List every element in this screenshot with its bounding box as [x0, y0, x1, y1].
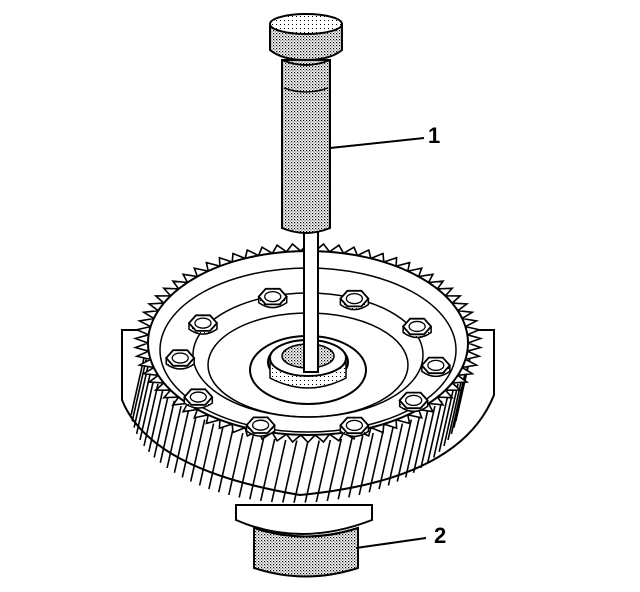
gear-side-tooth	[166, 405, 182, 469]
gear-side-tooth	[378, 426, 394, 490]
gear-side-tooth	[228, 432, 244, 496]
gear-side-tooth	[181, 415, 198, 478]
gear-side-tooth	[131, 359, 147, 422]
gear-side-tooth	[348, 435, 364, 498]
bolt-head	[398, 391, 429, 413]
gear-side-tooth	[447, 377, 463, 441]
bolt-head	[245, 416, 276, 437]
gear-side-tooth	[438, 389, 454, 452]
gear-side-tooth	[337, 437, 353, 500]
gear-side-tooth	[238, 435, 254, 498]
gear-side-tooth	[217, 430, 234, 493]
gear-side-tooth	[270, 439, 287, 503]
gear-side-tooth	[315, 439, 332, 503]
gear-side-tooth	[208, 426, 224, 490]
gear-side-tooth	[304, 440, 320, 503]
callout-label-2: 2	[434, 523, 447, 548]
gear-side-tooth	[249, 437, 265, 500]
bolt-head	[257, 287, 288, 309]
leader-line-2	[355, 537, 427, 549]
gear-side-tooth	[358, 432, 374, 496]
gear-side-tooth	[148, 389, 164, 452]
gear-side-tooth	[387, 423, 404, 486]
gear-side-tooth	[412, 410, 429, 473]
gear-side-tooth	[420, 405, 436, 469]
gear-side-tooth	[293, 440, 309, 503]
gear-side-tooth	[159, 400, 176, 463]
bolt-head	[339, 289, 370, 311]
gear-side-tooth	[139, 377, 155, 441]
bolt-head	[420, 356, 452, 378]
leader-line-1	[329, 137, 425, 149]
bolt-head	[401, 317, 433, 339]
gear-side-tooth	[189, 419, 206, 482]
gear-side-tooth	[173, 410, 190, 473]
gear-side-tooth	[404, 415, 421, 478]
lower-bearing-hub	[235, 504, 373, 578]
gear-side-tooth	[198, 423, 215, 486]
gear-side-tooth	[259, 438, 276, 502]
gear-side-tooth	[453, 365, 469, 428]
gear-side-tooth	[153, 395, 169, 458]
gear-side-tooth	[133, 365, 149, 428]
bolt-head	[187, 314, 219, 335]
bolt-head	[339, 416, 370, 438]
bolt-head	[164, 349, 196, 370]
gear-side-tooth	[368, 430, 385, 493]
bolt-head	[183, 388, 214, 409]
gear-side-tooth	[143, 383, 159, 447]
gear-side-tooth	[433, 395, 449, 458]
gear-side-tooth	[426, 400, 443, 463]
gear-side-tooth	[443, 383, 459, 447]
callout-label-1: 1	[428, 123, 441, 148]
ring-gear-bolts	[164, 287, 452, 438]
installer-tool	[269, 13, 343, 373]
gear-side-tooth	[282, 440, 298, 503]
gear-side-tooth	[396, 419, 413, 482]
gear-side-tooth	[326, 438, 343, 502]
